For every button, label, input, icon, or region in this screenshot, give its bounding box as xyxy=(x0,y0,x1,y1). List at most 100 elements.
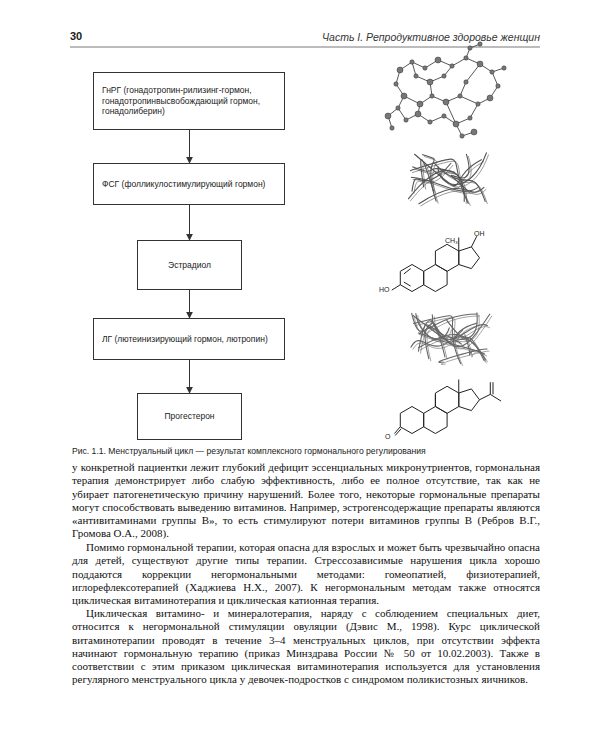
atom xyxy=(423,66,427,70)
ribbon-strand xyxy=(413,179,480,193)
atom xyxy=(442,114,446,118)
atom xyxy=(490,70,494,74)
atom xyxy=(468,116,472,120)
ribbon-strand xyxy=(433,321,488,340)
ring xyxy=(435,386,458,413)
ribbon-strand xyxy=(433,316,492,349)
ring xyxy=(459,247,480,269)
atom xyxy=(471,129,477,135)
atom xyxy=(430,94,434,98)
flow-arrow xyxy=(189,360,190,393)
chem-group: OH xyxy=(474,230,494,237)
bond xyxy=(392,285,401,290)
atom xyxy=(502,66,506,70)
box-text: ФСГ (фолликулостимулирующий гормон) xyxy=(102,179,265,190)
atom xyxy=(477,61,483,67)
atom xyxy=(428,120,432,124)
body-paragraph: Помимо гормональной терапии, которая опа… xyxy=(72,541,540,607)
atom xyxy=(404,118,408,122)
atom xyxy=(464,80,468,84)
bond xyxy=(458,380,459,394)
bond xyxy=(480,394,491,399)
ring xyxy=(400,265,423,292)
atom xyxy=(427,79,433,85)
ring xyxy=(459,389,480,411)
ribbon-strand xyxy=(412,161,470,205)
atom xyxy=(417,101,423,107)
atom xyxy=(385,113,391,119)
ribbon-strand xyxy=(435,323,490,342)
lh-ribbon xyxy=(411,313,492,367)
bond xyxy=(458,238,459,252)
atom xyxy=(496,84,500,88)
atom xyxy=(415,111,421,117)
box-text: ГнРГ (гонадотропин-рилизинг-гормон, гона… xyxy=(102,85,276,117)
ribbon-strand xyxy=(465,334,474,354)
atom xyxy=(487,95,493,101)
fsh-ribbon xyxy=(408,153,488,207)
ribbon-strand xyxy=(467,336,476,357)
figure-caption: Рис. 1.1. Менструальный цикл — результат… xyxy=(72,446,540,456)
ribbon-strand xyxy=(454,156,472,193)
atom xyxy=(390,126,394,130)
bond xyxy=(395,429,401,436)
process-box: ГнРГ (гонадотропин-рилизинг-гормон, гона… xyxy=(93,72,285,130)
ribbon-strand xyxy=(418,334,486,360)
bond xyxy=(490,382,491,394)
bond xyxy=(490,394,501,401)
chem-group: HO xyxy=(379,286,399,293)
gnrh-ball-and-stick xyxy=(385,42,506,138)
bond xyxy=(435,394,436,406)
atom xyxy=(397,67,403,73)
ribbon-strand xyxy=(418,315,452,341)
atom xyxy=(396,106,400,110)
atom xyxy=(414,74,418,78)
process-box: Прогестерон xyxy=(137,393,242,440)
body-paragraph: Циклическая витамино- и минералотерапия,… xyxy=(72,607,540,687)
atom xyxy=(460,134,464,138)
progesterone-structure xyxy=(394,380,501,436)
atom xyxy=(453,121,459,127)
ring xyxy=(435,244,458,271)
process-box: Эстрадиол xyxy=(137,240,242,290)
body-paragraph: у конкретной пациентки лежит глубокий де… xyxy=(72,461,540,541)
chem-group: CH₃ xyxy=(445,237,465,244)
atom xyxy=(476,102,480,106)
atom xyxy=(443,99,449,105)
atom xyxy=(442,74,446,78)
atom xyxy=(394,82,398,86)
atom xyxy=(468,46,472,50)
bond xyxy=(493,382,494,394)
chem-group: O xyxy=(385,433,397,440)
bond xyxy=(471,236,476,247)
box-text: Прогестерон xyxy=(164,411,214,422)
ribbon-strand xyxy=(410,159,468,204)
process-box: ЛГ (лютеинизирующий гормон, лютропин) xyxy=(93,318,285,360)
ribbon-strand xyxy=(439,349,488,362)
flow-arrow xyxy=(189,205,190,240)
running-header: Часть I. Репродуктивное здоровье женщин xyxy=(250,31,540,43)
ribbon-strand xyxy=(422,154,436,201)
page-number: 30 xyxy=(70,30,110,42)
ring xyxy=(400,407,423,434)
atom xyxy=(458,94,462,98)
ribbon-strand xyxy=(441,351,489,364)
atom xyxy=(401,93,407,99)
ring xyxy=(424,265,447,292)
box-text: ЛГ (лютеинизирующий гормон, лютропин) xyxy=(102,334,268,345)
flow-arrow xyxy=(189,290,190,318)
atom xyxy=(435,57,441,63)
bond xyxy=(404,282,411,286)
box-text: Эстрадиол xyxy=(168,260,211,271)
process-box: ФСГ (фолликулостимулирующий гормон) xyxy=(93,163,285,205)
estradiol-structure xyxy=(392,236,480,291)
ring xyxy=(424,407,447,434)
atom xyxy=(450,64,454,68)
atom xyxy=(410,60,414,64)
flow-arrow xyxy=(189,130,190,163)
ribbon-strand xyxy=(420,337,488,362)
atom xyxy=(464,56,468,60)
ribbon-strand xyxy=(411,177,478,191)
bond xyxy=(404,269,411,274)
